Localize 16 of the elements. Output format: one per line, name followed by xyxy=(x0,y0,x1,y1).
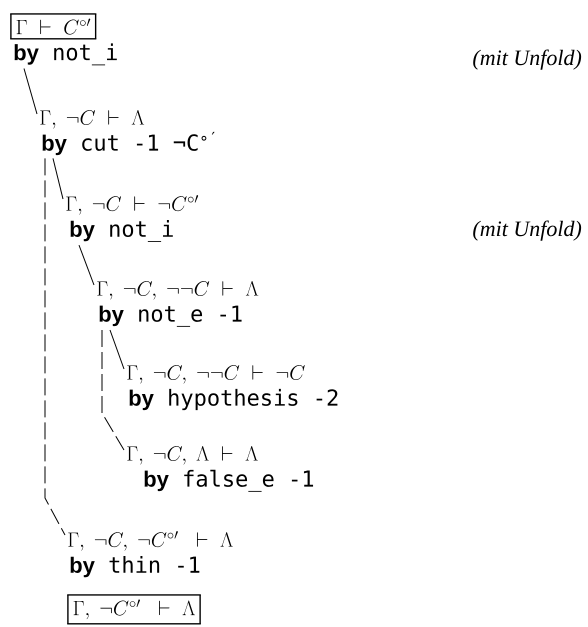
goal-box: $\Gamma,\ \neg C^{\circ\prime} \;\;\vdash\; \Lambda$ xyxy=(67,594,201,625)
tree-line xyxy=(102,330,124,450)
tree-line xyxy=(44,158,66,536)
proof-step: $\Gamma,\ \neg C \;\vdash\; \neg C^{\circ\prime}$ by not_i xyxy=(66,195,198,242)
proof-step: $\Gamma,\ \neg C,\ \neg\neg C \;\vdash\; \Lambda$ by not_e -1 xyxy=(97,280,258,327)
annotation: (mit Unfold) xyxy=(473,50,582,70)
proof-step: $\Gamma,\ \neg C \;\vdash\; \Lambda$ by cut -1 ¬C$^{∘′}$ xyxy=(40,110,215,156)
proof-step: $\Gamma \;\vdash\; C^{\circ\prime}$ by not_i xyxy=(10,13,117,66)
annotation: (mit Unfold) xyxy=(473,220,582,241)
proof-step: $\Gamma,\ \neg C,\ \Lambda \;\vdash\; \Lambda$ by false_e -1 xyxy=(127,446,314,492)
proof-step: $\Gamma,\ \neg C,\ \neg C^{\circ\prime} \;\;\vdash\; \Lambda$ by thin -1 xyxy=(68,531,233,578)
tree-line xyxy=(110,330,124,370)
tree-line xyxy=(52,158,64,200)
tree-line xyxy=(24,68,38,114)
tree-line xyxy=(78,244,94,286)
proof-step: $\Gamma,\ \neg C,\ \neg\neg C \;\vdash\; \neg C$ by hypothesis -2 xyxy=(127,365,338,410)
